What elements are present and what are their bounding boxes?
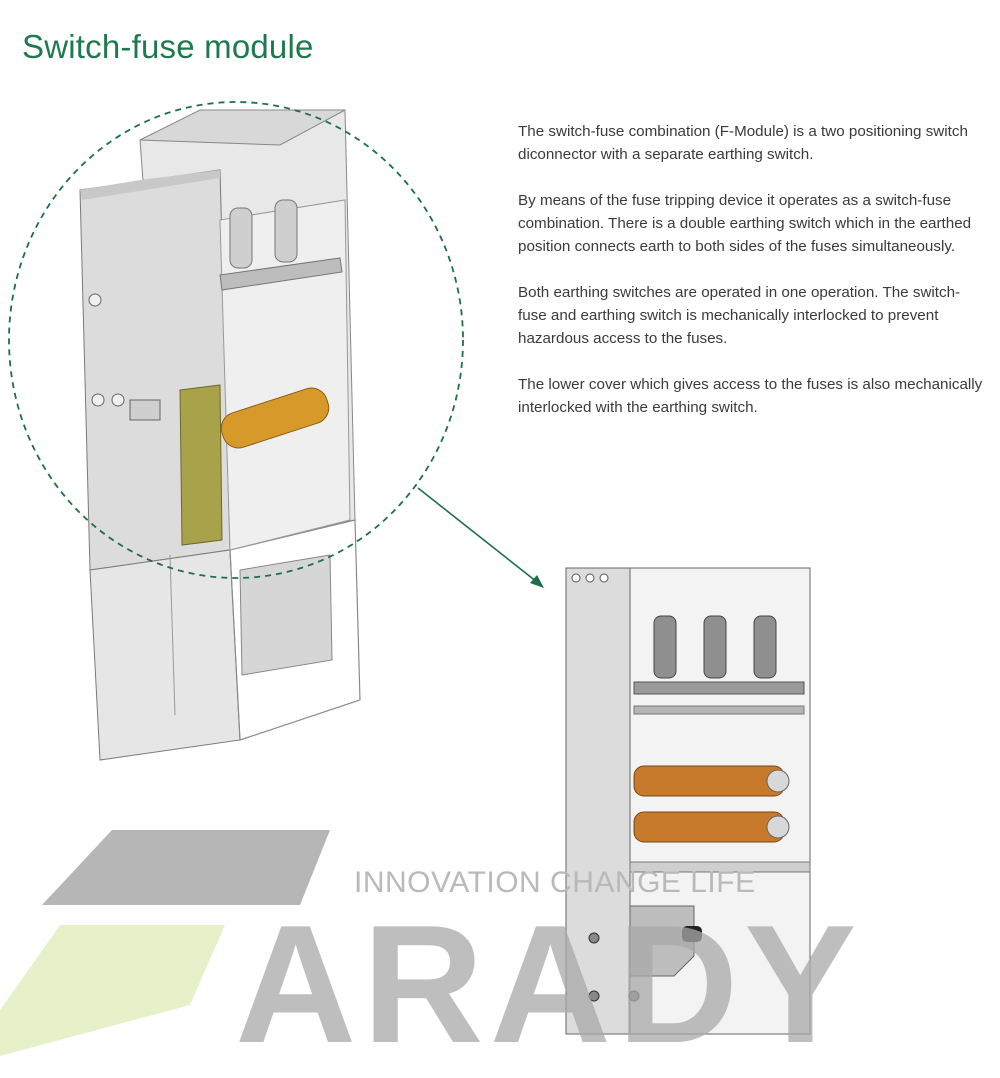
watermark-logo-text: ARADY [235,890,863,1078]
description-paragraph-2: By means of the fuse tripping device it … [518,192,972,255]
description-paragraph-1: The switch-fuse combination (F-Module) i… [518,123,968,163]
watermark-tagline: INNOVATION CHANGE LIFE [354,866,756,899]
switchgear-section-illustration [565,567,811,1035]
description-paragraph-3: Both earthing switches are operated in o… [518,284,961,347]
watermark-logo-mark [0,830,330,1056]
switchgear-isometric-illustration [79,109,361,761]
description-text: The switch-fuse combination (F-Module) i… [518,120,988,442]
page-title: Switch-fuse module [22,28,314,66]
description-paragraph-4: The lower cover which gives access to th… [518,376,983,416]
callout-graphic [8,101,544,588]
